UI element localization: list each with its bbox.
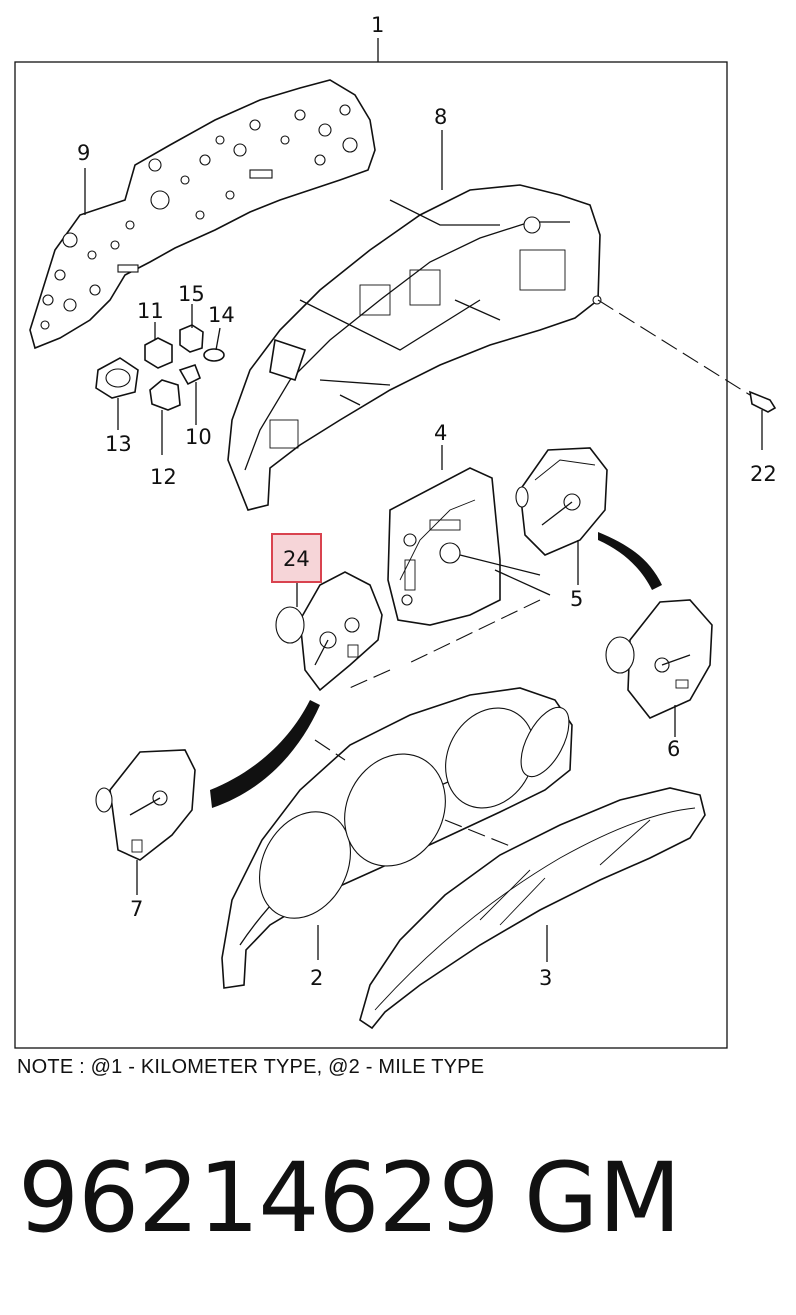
assembly-note: NOTE : @1 - KILOMETER TYPE, @2 - MILE TY…	[17, 1056, 485, 1078]
brand-label: GM	[524, 1142, 682, 1254]
bulb-part-10	[178, 363, 202, 386]
callout-24-highlight	[271, 533, 322, 583]
callout-1: 1	[371, 13, 384, 37]
callout-11: 11	[137, 299, 164, 323]
callout-14: 14	[208, 303, 235, 327]
bulb-part-14	[203, 348, 225, 362]
part-number: 96214629	[18, 1142, 500, 1254]
instrument-case-part-8	[227, 184, 602, 511]
callout-6: 6	[667, 737, 680, 761]
dial-face-part-4	[387, 467, 551, 626]
callout-4: 4	[434, 421, 447, 445]
socket-part-13	[95, 357, 139, 399]
bezel-part-2	[221, 687, 573, 989]
callout-3: 3	[539, 966, 552, 990]
bulb-part-12	[149, 379, 181, 411]
callout-9: 9	[77, 141, 90, 165]
callout-15: 15	[178, 282, 205, 306]
callout-7: 7	[130, 897, 143, 921]
tachometer-part-5	[515, 447, 608, 556]
screw-part-22	[748, 390, 777, 450]
gauge-part-24	[275, 571, 383, 692]
callout-5: 5	[570, 587, 583, 611]
callout-8: 8	[434, 105, 447, 129]
lens-part-3	[359, 787, 706, 1030]
callout-10: 10	[185, 425, 212, 449]
assembly-frame	[14, 61, 728, 1049]
socket-part-15	[179, 324, 204, 353]
callout-24: 24	[283, 547, 310, 571]
callout-2: 2	[310, 966, 323, 990]
callout-22: 22	[750, 462, 777, 486]
callout-12: 12	[150, 465, 177, 489]
callout-13: 13	[105, 432, 132, 456]
gauge-part-7	[95, 749, 196, 861]
gauge-part-6	[605, 599, 713, 719]
exploded-parts-diagram: 1 9	[14, 13, 777, 1049]
circuit-film-part-9	[29, 79, 376, 350]
socket-part-11	[144, 337, 173, 369]
